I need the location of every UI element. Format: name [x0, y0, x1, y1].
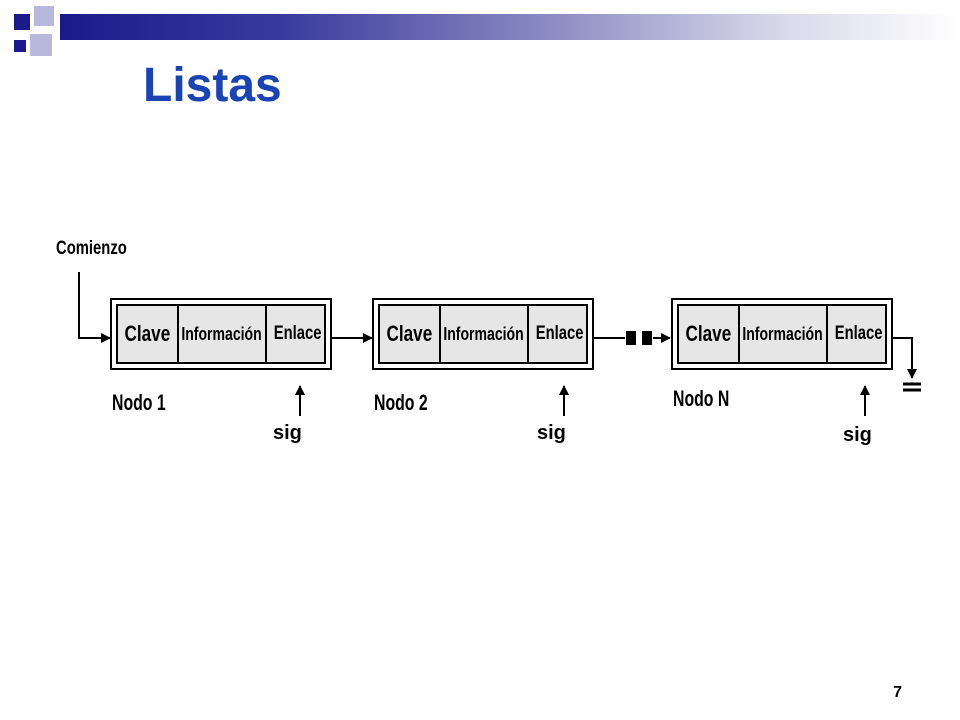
- node-1-label: Nodo 1: [112, 390, 166, 415]
- start-arrow: [78, 272, 111, 343]
- list-node-n: Clave Información Enlace: [671, 298, 893, 370]
- page-number: 7: [893, 684, 902, 701]
- node-2-label: Nodo 2: [374, 390, 428, 415]
- node-n-informacion-cell: Información: [740, 306, 828, 362]
- node-1-enlace-cell: Enlace: [273, 323, 322, 344]
- node-2-clave-cell: Clave: [380, 306, 441, 362]
- list-node-2: Clave Información Enlace: [372, 298, 594, 370]
- header-square-light-2: [30, 34, 52, 56]
- ellipsis-dot-1: [626, 331, 636, 345]
- node-1-sig-label: sig: [273, 422, 302, 444]
- header-gradient-bar: [60, 14, 960, 40]
- header-square-dark-1: [14, 14, 30, 30]
- node-1-informacion-cell: Información: [179, 306, 267, 362]
- list-node-1: Clave Información Enlace: [110, 298, 332, 370]
- node-n-label: Nodo N: [673, 386, 730, 411]
- diagram-connectors: [78, 272, 921, 416]
- slide-title: Listas: [143, 59, 282, 112]
- null-terminator-line: [892, 337, 917, 379]
- node-2-sig-label: sig: [537, 422, 566, 444]
- node-2-informacion-cell: Información: [441, 306, 529, 362]
- start-label: Comienzo: [56, 238, 127, 259]
- node-n-enlace-cell: Enlace: [834, 323, 883, 344]
- linked-list-diagram: Comienzo Clave Información Enlace Nodo 1…: [50, 230, 930, 460]
- node-n-sig-label: sig: [843, 424, 872, 446]
- node-2-enlace-cell: Enlace: [535, 323, 584, 344]
- node-n-clave-cell: Clave: [679, 306, 740, 362]
- header-square-light-1: [34, 6, 54, 26]
- ellipsis-dot-2: [642, 331, 652, 345]
- node-1-clave-cell: Clave: [118, 306, 179, 362]
- header-square-dark-2: [14, 40, 26, 52]
